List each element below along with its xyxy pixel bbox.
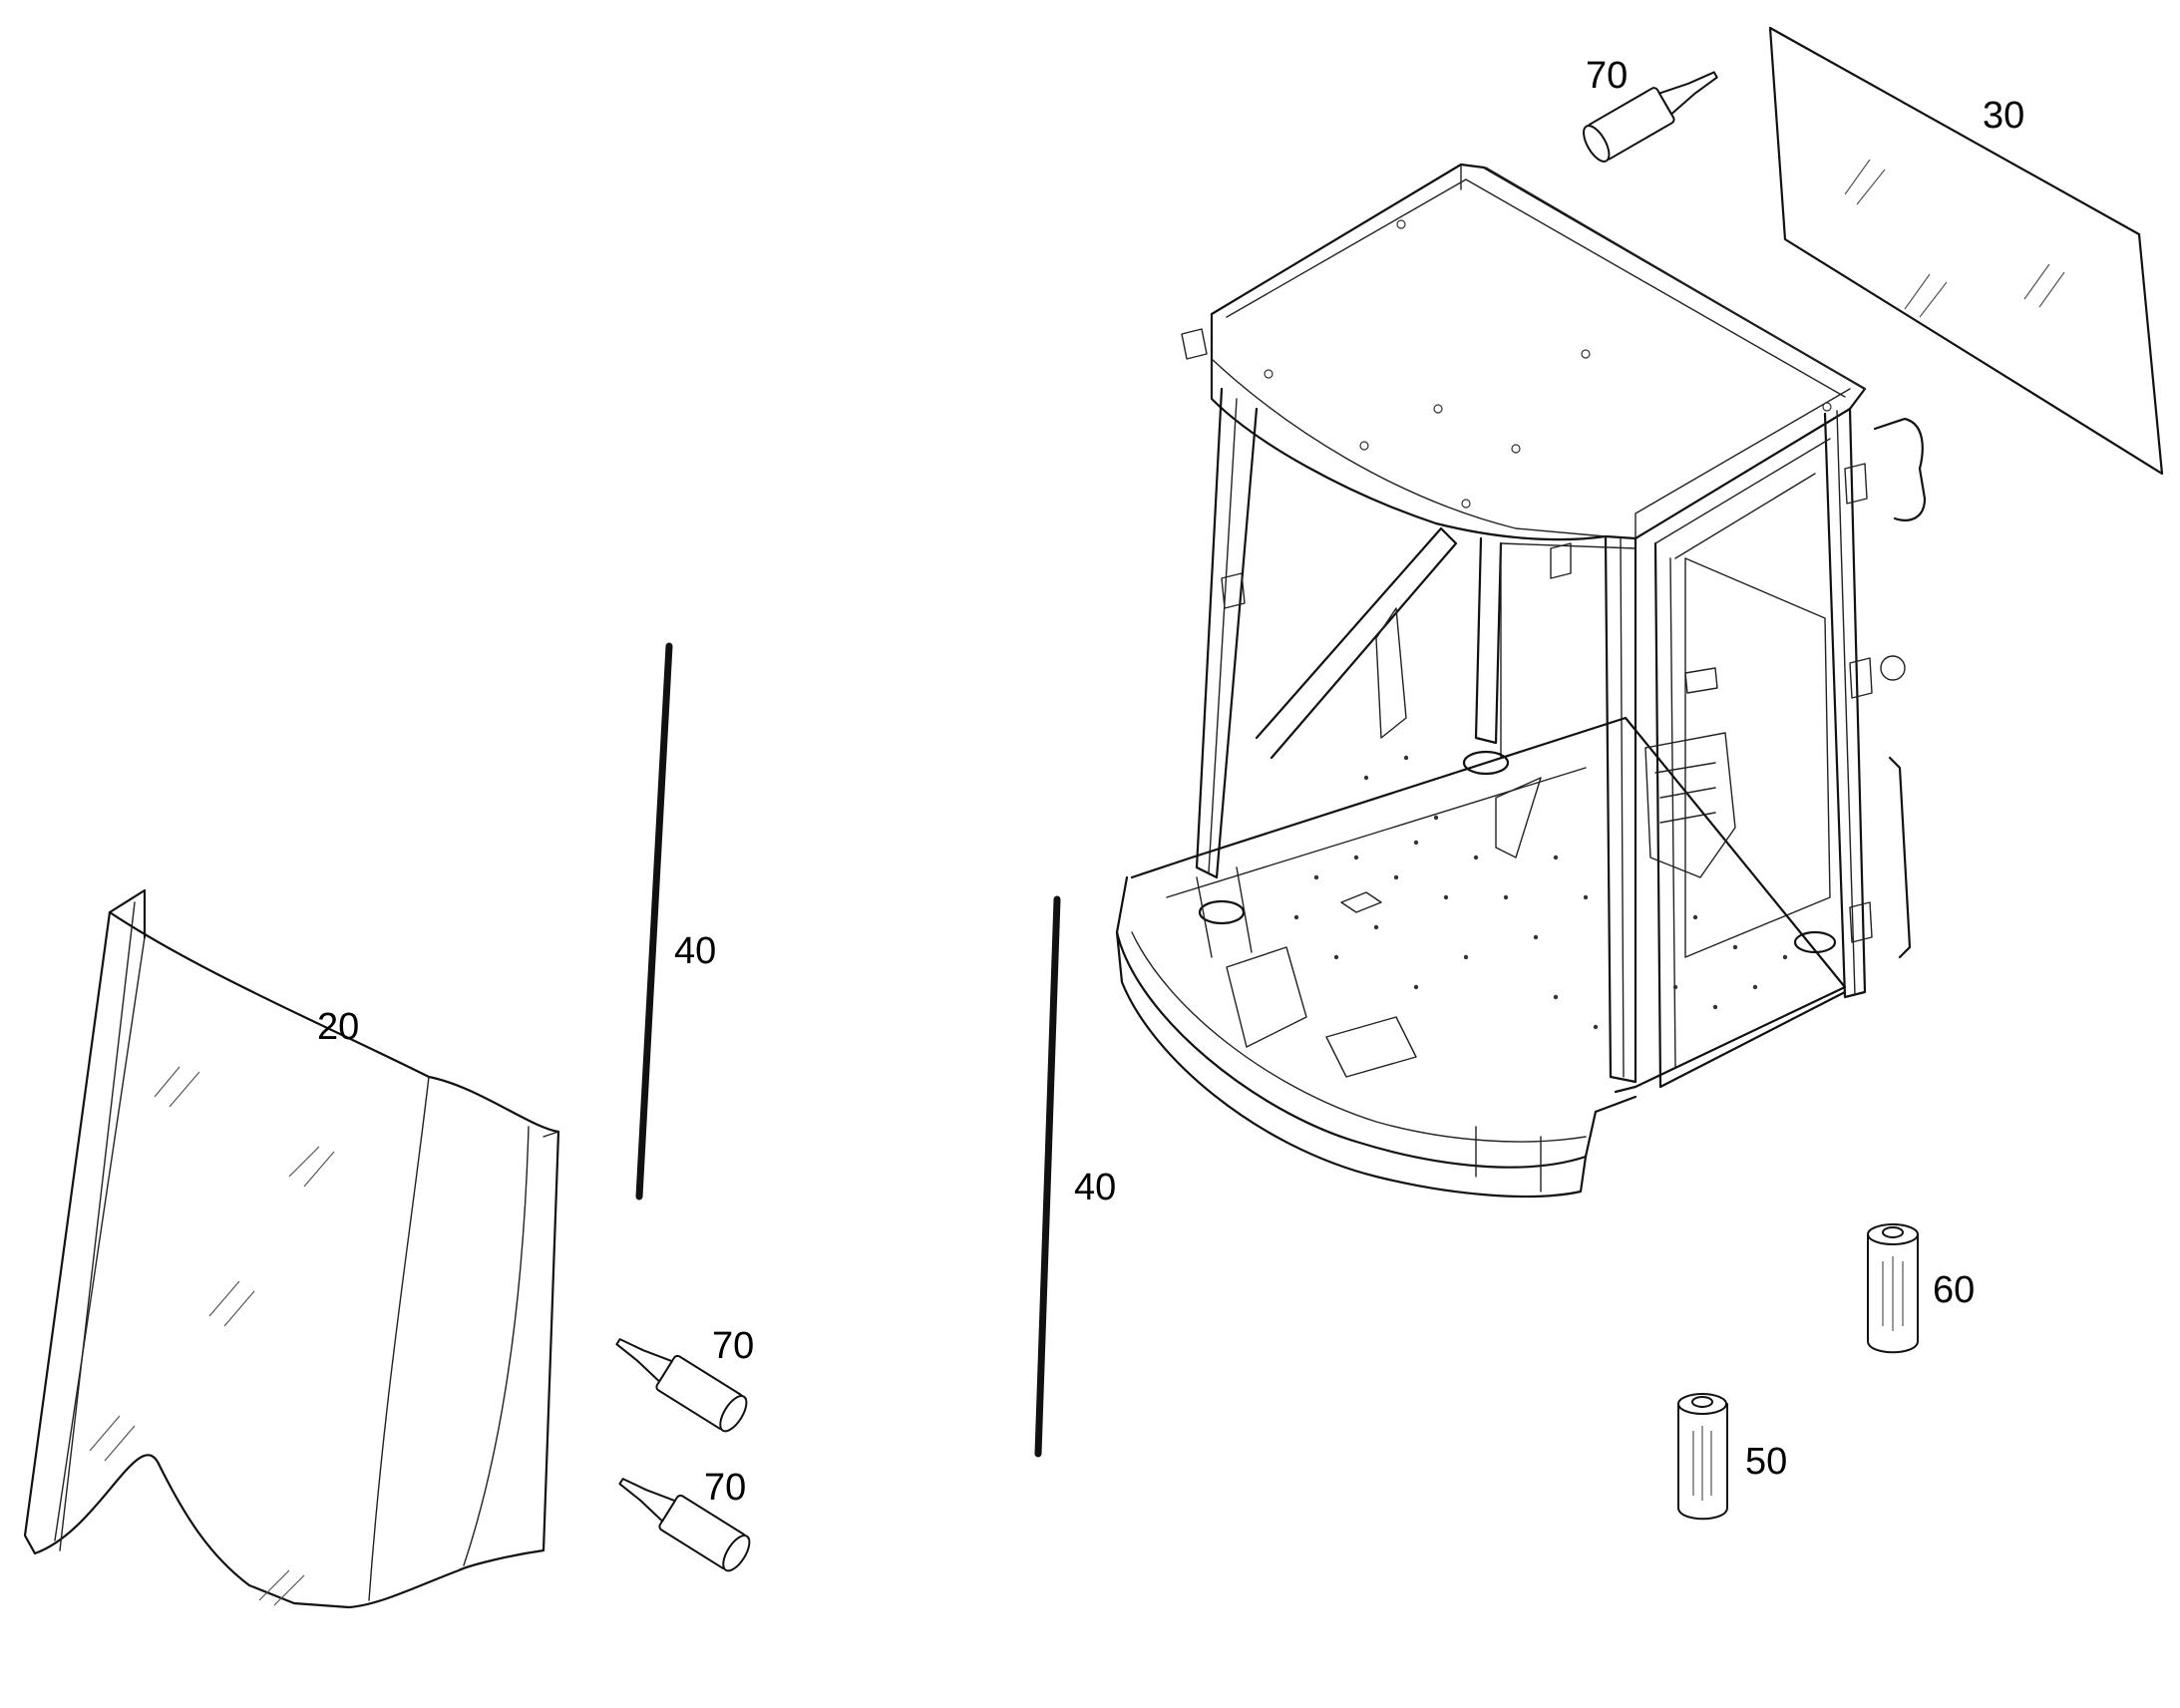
seal-strip-right: [1034, 895, 1061, 1458]
seal-strip-left: [635, 642, 673, 1200]
nozzle-mid-part: [615, 1338, 748, 1433]
label-nozzle-top: 70: [1586, 55, 1628, 97]
label-seal-right: 40: [1074, 1167, 1116, 1208]
windshield-glass: [23, 888, 560, 1609]
label-windshield: 20: [317, 1006, 359, 1048]
label-cartridge-large: 60: [1933, 1269, 1975, 1311]
label-nozzle-mid: 70: [712, 1325, 754, 1367]
cab-frame: [1115, 163, 1927, 1198]
label-seal-left: 40: [674, 930, 716, 972]
label-rear-window: 30: [1983, 95, 2024, 137]
rear-window-glass: [1768, 26, 2164, 476]
label-cartridge-small: 50: [1745, 1441, 1787, 1483]
label-nozzle-bottom: 70: [704, 1467, 746, 1509]
nozzle-bottom-part: [618, 1478, 751, 1572]
adhesive-cartridge-small: [1677, 1393, 1728, 1521]
nozzle-top-part: [1583, 71, 1718, 163]
adhesive-cartridge-large: [1867, 1223, 1919, 1354]
